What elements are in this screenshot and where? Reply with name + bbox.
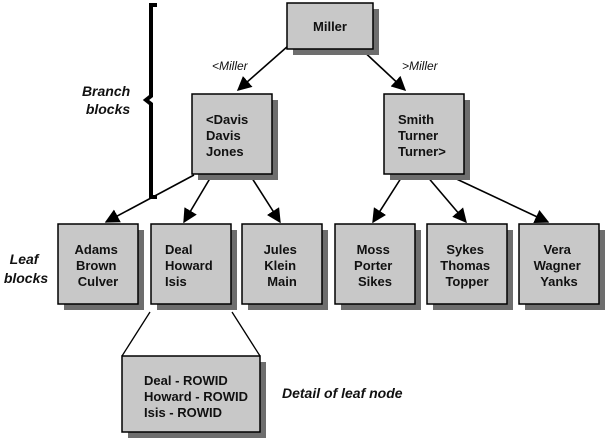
svg-text:Smith Turner Turne: Smith Turner Turner> [398,112,446,159]
leaf-3-line-2: Klein [264,258,296,273]
edge-branch-left-leaf-3 [249,174,281,224]
detail-node: Deal - ROWID Howard - ROWID Isis - ROWID [121,355,266,438]
leaf-label-line-1: Leaf [10,251,40,267]
branch-right-line-1: Smith [398,112,434,127]
leaf-6-line-1: Vera [543,242,571,257]
root-node: Miller [286,2,379,55]
edge-branch-right-leaf-5 [425,174,467,224]
edge-root-branch-left [236,45,289,91]
leaf-1-line-2: Brown [76,258,117,273]
leaf-1-line-1: Adams [75,242,118,257]
edge-branch-left-leaf-2 [183,174,213,224]
edge-branch-right-leaf-4 [372,174,404,224]
branch-label: Branch blocks [82,83,134,117]
svg-text:Miller: Miller [313,19,347,34]
edge-label-right: >Miller [402,59,439,73]
edge-branch-right-leaf-6 [447,174,550,224]
leaf-node-4: Moss Porter Sikes [334,223,421,310]
leaf-2-line-1: Deal [165,242,192,257]
detail-connector-right [231,311,261,357]
svg-text:Jules Klein Main: Jules Klein Main [264,242,301,289]
leaf-4-line-3: Sikes [358,274,392,289]
leaf-node-1: Adams Brown Culver [57,223,144,310]
branch-node-left: <Davis Davis Jones [191,93,278,180]
leaf-4-line-1: Moss [357,242,390,257]
leaf-node-2: Deal Howard Isis [150,223,237,310]
svg-text:Deal - ROWID Howard - RO: Deal - ROWID Howard - ROWID Isis - ROWID [144,373,252,420]
leaf-node-6: Vera Wagner Yanks [518,223,605,310]
leaf-label: Leaf blocks [4,251,49,286]
branch-label-line-2: blocks [86,101,131,117]
svg-text:<Davis Davis Jones: <Davis Davis Jones [206,112,252,159]
branch-bracket [142,3,157,199]
detail-line-3: Isis - ROWID [144,405,222,420]
branch-node-right: Smith Turner Turner> [383,93,470,180]
leaf-node-3: Jules Klein Main [241,223,328,310]
leaf-3-line-3: Main [267,274,297,289]
branch-left-line-3: Jones [206,144,244,159]
root-node-text: Miller [313,19,347,34]
leaf-3-line-1: Jules [264,242,297,257]
svg-text:Sykes Thomas Toppe: Sykes Thomas Topper [440,242,493,289]
detail-line-2: Howard - ROWID [144,389,248,404]
branch-left-line-1: <Davis [206,112,248,127]
leaf-label-line-2: blocks [4,270,49,286]
detail-line-1: Deal - ROWID [144,373,228,388]
branch-right-line-3: Turner> [398,144,446,159]
branch-label-line-1: Branch [82,83,130,99]
leaf-6-line-3: Yanks [540,274,578,289]
leaf-4-line-2: Porter [354,258,392,273]
edge-branch-left-leaf-1 [104,174,195,223]
leaf-6-line-2: Wagner [534,258,581,273]
leaf-5-line-3: Topper [445,274,488,289]
leaf-node-5: Sykes Thomas Topper [426,223,513,310]
svg-text:Deal Howard Isis: Deal Howard Isis [165,242,216,289]
detail-connector-left [121,311,151,357]
leaf-5-line-2: Thomas [440,258,490,273]
leaf-2-line-2: Howard [165,258,213,273]
svg-text:Moss Porter Sikes: Moss Porter Sikes [354,242,396,289]
edge-label-left: <Miller [212,59,249,73]
branch-left-line-2: Davis [206,128,241,143]
branch-right-line-2: Turner [398,128,438,143]
svg-text:Vera Wagner Yanks: Vera Wagner Yanks [534,242,585,289]
svg-text:Adams Brown Culver: Adams Brown Culver [75,242,122,289]
leaf-1-line-3: Culver [78,274,118,289]
leaf-2-line-3: Isis [165,274,187,289]
leaf-5-line-1: Sykes [446,242,484,257]
detail-label: Detail of leaf node [282,385,403,401]
